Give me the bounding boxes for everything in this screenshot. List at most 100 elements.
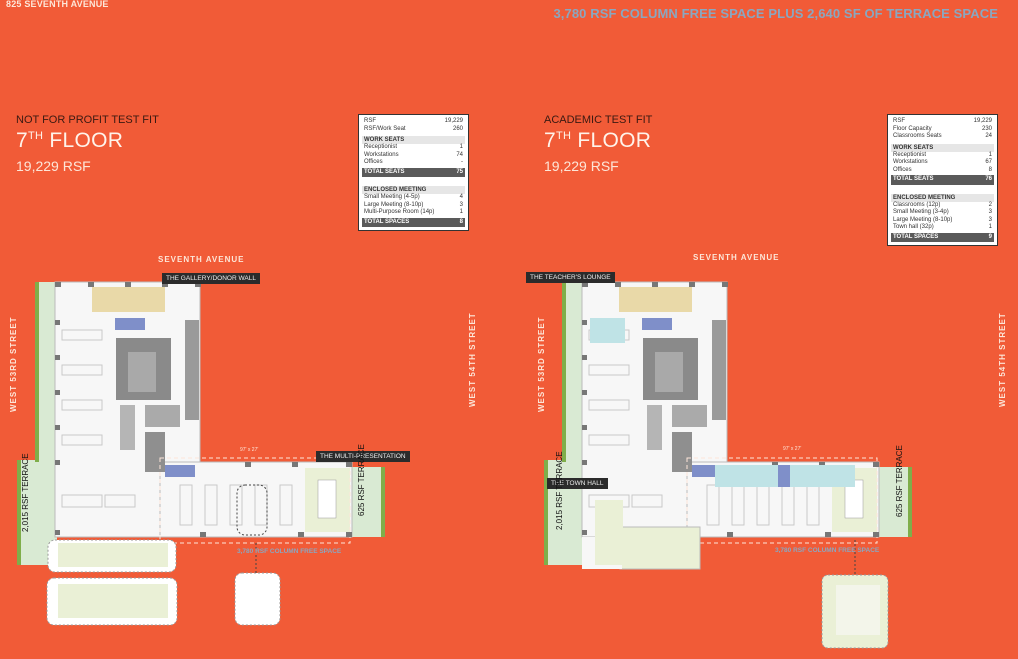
table-cell: Large Meeting (8-10p): [364, 201, 424, 208]
row: RSF 19,229: [891, 118, 994, 126]
table-cell: Small Meeting (4-5p): [364, 194, 420, 200]
table-cell: Small Meeting (3-4p): [893, 209, 949, 215]
table-cell: 19,229: [444, 118, 463, 124]
left-rsf: 19,229 RSF: [16, 158, 91, 174]
table-cell: 24: [985, 133, 992, 139]
table-cell: Receptionist: [364, 144, 398, 150]
left-fit-title: NOT FOR PROFIT TEST FIT: [16, 114, 159, 126]
table-cell: RSF/Work Seat: [364, 125, 406, 132]
table-cell: TOTAL SPACES: [364, 218, 410, 225]
right-terrace-east: 625 RSF TERRACE: [895, 445, 904, 517]
table-cell: 3: [988, 209, 992, 215]
floor-suffix: TH: [555, 130, 572, 142]
right-callout-townhall: THE TOWN HALL: [547, 478, 608, 489]
table-cell: 76: [985, 176, 992, 182]
row: Offices 8: [891, 167, 994, 175]
right-east-street: WEST 54TH STREET: [998, 312, 1007, 407]
left-floor-plan: [16, 281, 386, 566]
right-dimension: 97' x 27': [783, 446, 802, 452]
right-column-free: 3,780 RSF COLUMN FREE SPACE: [775, 547, 880, 554]
left-east-street: WEST 54TH STREET: [468, 312, 477, 407]
table-cell: 1: [459, 144, 463, 150]
table-cell: TOTAL SEATS: [893, 176, 934, 182]
table-cell: 8: [459, 218, 463, 225]
table-cell: Workstations: [893, 159, 928, 165]
row: Small Meeting (3-4p) 3: [891, 209, 994, 217]
table-cell: 1: [459, 209, 463, 215]
table-cell: Multi-Purpose Room (14p): [364, 209, 435, 215]
row: Workstations 67: [891, 159, 994, 167]
table-cell: 8: [988, 166, 992, 173]
row: Classrooms (12p) 2: [891, 202, 994, 210]
row: Offices -: [362, 159, 465, 167]
table-cell: 3: [459, 201, 463, 208]
left-terrace-west: 2,015 RSF TERRACE: [21, 453, 30, 532]
enclosed-meeting-header: ENCLOSED MEETING: [362, 186, 465, 194]
left-terrace-east: 625 RSF TERRACE: [357, 444, 366, 516]
row: Large Meeting (8-10p) 3: [891, 217, 994, 225]
left-program-table: RSF 19,229 RSF/Work Seat 260 WORK SEATS Re…: [358, 114, 469, 231]
table-cell: Town hall (32p): [893, 224, 934, 230]
table-cell: 74: [456, 151, 463, 158]
table-cell: Receptionist: [893, 151, 927, 158]
right-fit-title: ACADEMIC TEST FIT: [544, 114, 653, 126]
table-cell: 260: [452, 125, 463, 132]
table-cell: 1: [988, 224, 992, 230]
table-cell: Floor Capacity: [893, 125, 932, 132]
floor-word: FLOOR: [571, 129, 652, 152]
right-terrace-west: 2,015 RSF TERRACE: [555, 451, 564, 530]
row: Floor Capacity 230: [891, 126, 994, 134]
table-cell: 75: [456, 168, 463, 175]
row: Receptionist 1: [891, 152, 994, 160]
table-cell: 3: [988, 216, 992, 223]
row-rsf: RSF 19,229: [362, 118, 465, 126]
right-floor-title: 7TH FLOOR: [544, 129, 651, 153]
right-west-street: WEST 53RD STREET: [537, 316, 546, 412]
address: 825 SEVENTH AVENUE: [6, 0, 109, 9]
table-cell: 19,229: [973, 118, 992, 124]
floor-suffix: TH: [27, 130, 44, 142]
table-cell: Classrooms (12p): [893, 201, 941, 208]
enclosed-meeting-header: ENCLOSED MEETING: [891, 193, 994, 202]
left-plan-annex-rooms: [46, 484, 281, 626]
table-cell: 2: [988, 201, 992, 208]
table-cell: 4: [459, 194, 463, 200]
table-cell: RSF: [893, 118, 905, 124]
work-seats-header: WORK SEATS: [362, 136, 465, 144]
table-cell: RSF: [364, 118, 376, 124]
right-program-table: RSF 19,229 Floor Capacity 230 Classrooms S…: [887, 114, 998, 246]
left-north-street: SEVENTH AVENUE: [158, 255, 245, 264]
total-seats-row: TOTAL SEATS 76: [891, 175, 994, 185]
table-cell: 67: [985, 159, 992, 165]
table-cell: 230: [981, 125, 992, 132]
table-cell: Offices: [364, 159, 383, 165]
row: Large Meeting (8-10p) 3: [362, 202, 465, 210]
table-cell: Large Meeting (8-10p): [893, 216, 953, 223]
table-cell: Offices: [893, 166, 912, 173]
left-callout-gallery: THE GALLERY/DONOR WALL: [162, 273, 260, 284]
row-rsf-seat: RSF/Work Seat 260: [362, 126, 465, 134]
total-seats-row: TOTAL SEATS 75: [362, 167, 465, 177]
table-cell: 1: [988, 151, 992, 158]
row: Small Meeting (4-5p) 4: [362, 194, 465, 202]
left-floor-title: 7TH FLOOR: [16, 129, 123, 153]
table-cell: TOTAL SEATS: [364, 168, 405, 175]
left-column-free: 3,780 RSF COLUMN FREE SPACE: [237, 548, 342, 555]
left-dimension: 97' x 27': [240, 447, 259, 453]
floor-number: 7: [16, 129, 28, 152]
right-plan-extras: [582, 318, 889, 649]
table-cell: -: [461, 159, 463, 165]
headline: 3,780 RSF COLUMN FREE SPACE PLUS 2,640 S…: [553, 6, 998, 21]
right-north-street: SEVENTH AVENUE: [693, 253, 780, 262]
floor-word: FLOOR: [43, 129, 124, 152]
total-spaces-row: TOTAL SPACES 8: [362, 217, 465, 227]
row: Receptionist 1: [362, 144, 465, 152]
row: Town hall (32p) 1: [891, 224, 994, 232]
right-callout-lounge: THE TEACHER'S LOUNGE: [526, 272, 615, 283]
right-rsf: 19,229 RSF: [544, 158, 619, 174]
row: Multi-Purpose Room (14p) 1: [362, 209, 465, 217]
